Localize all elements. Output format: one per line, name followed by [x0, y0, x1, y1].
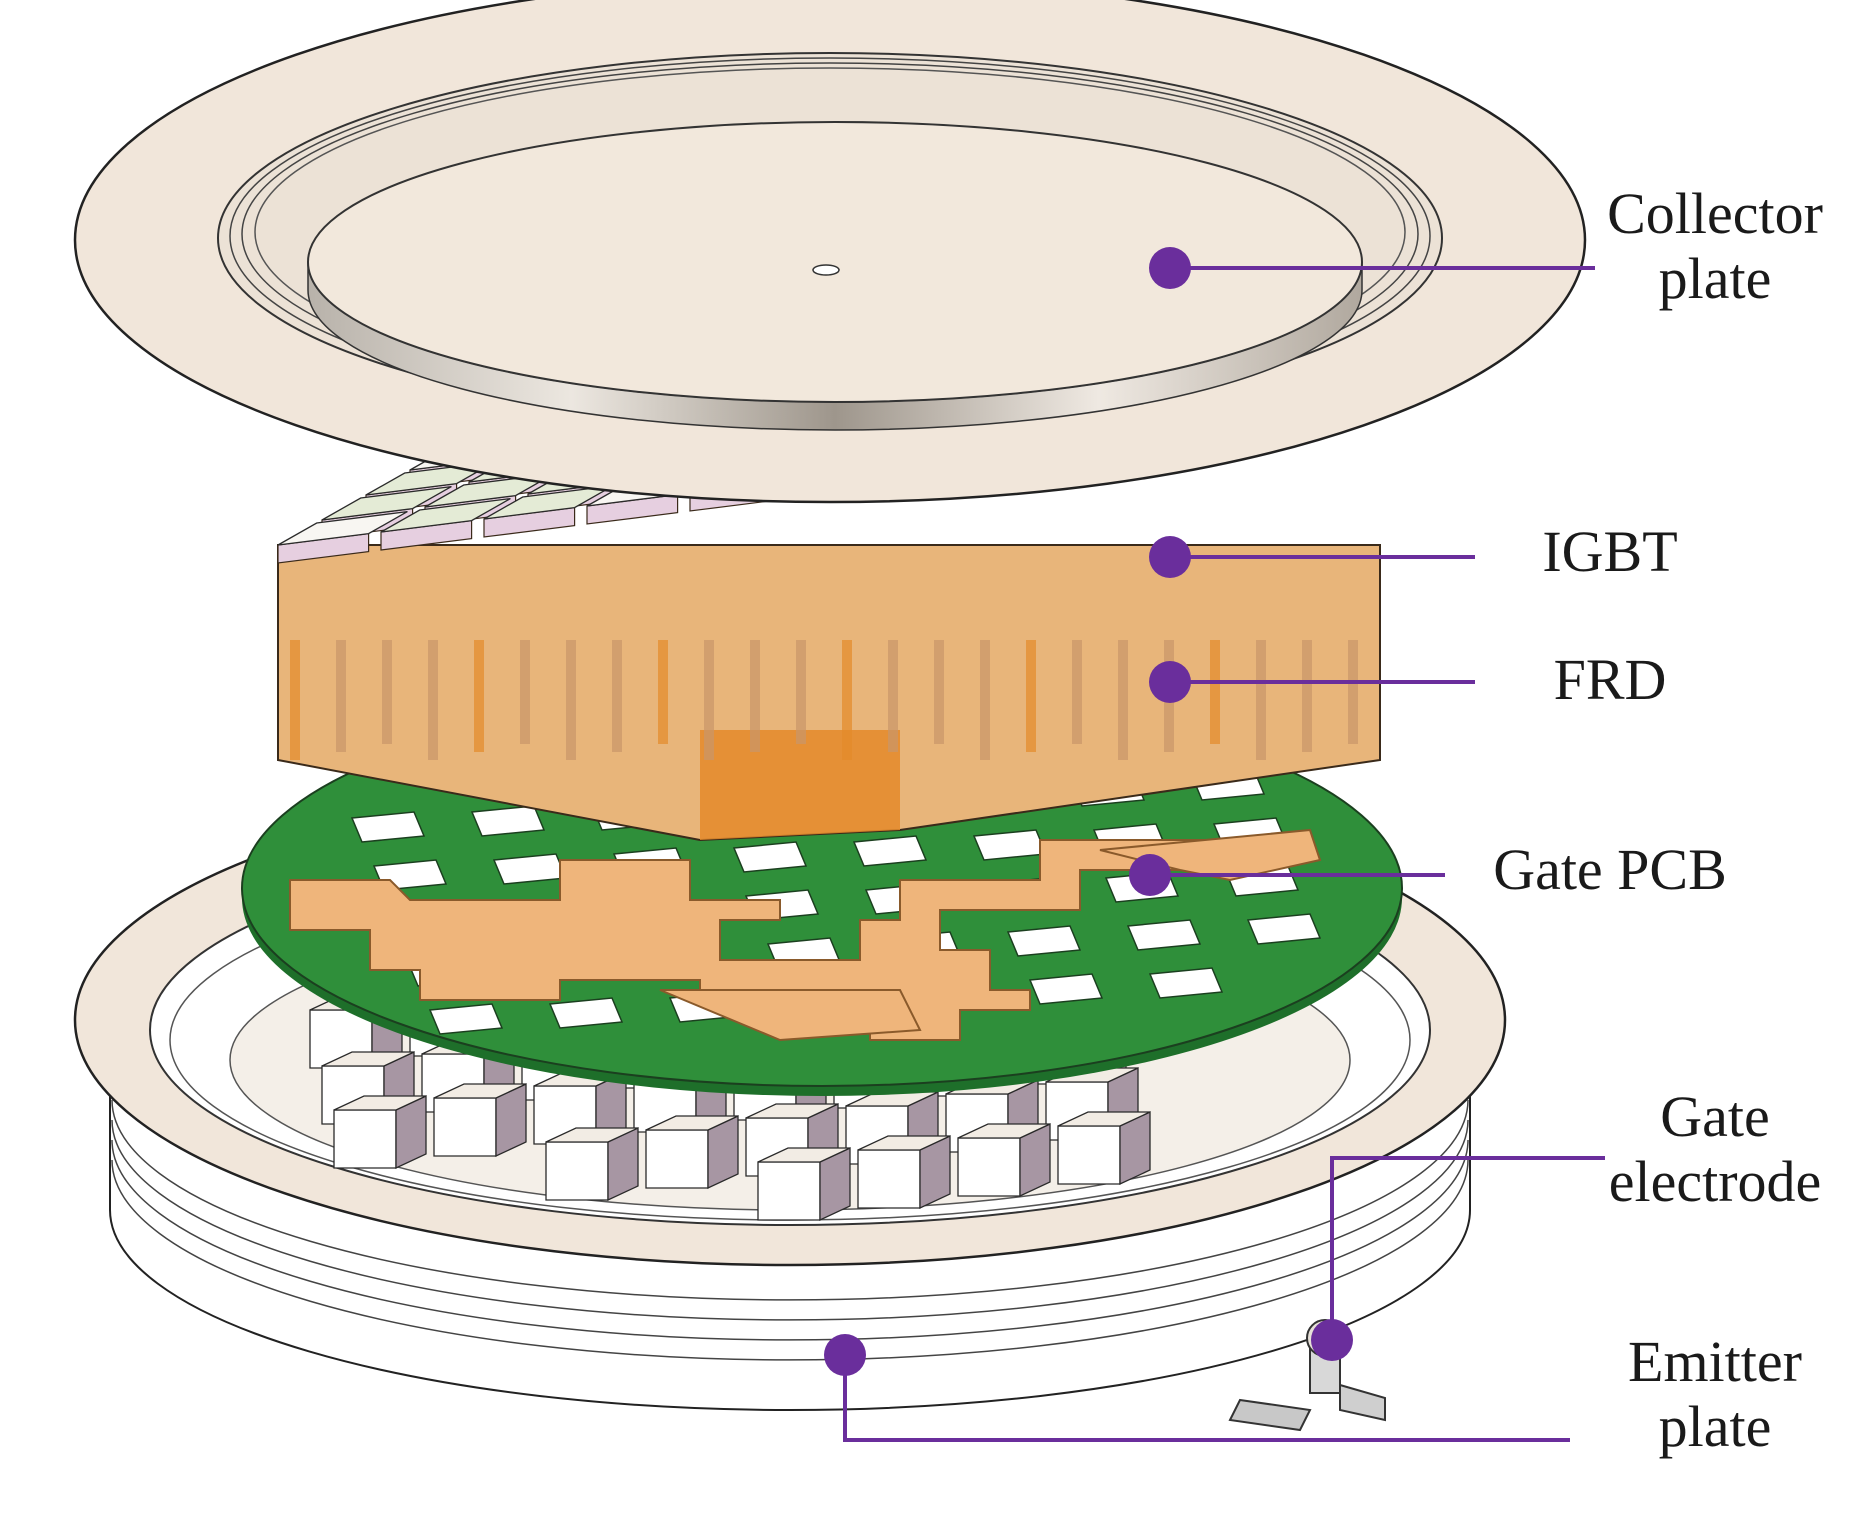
gate-traces — [289, 839, 1221, 1041]
label-emitter-plate-line-1: Emitter — [1628, 1329, 1802, 1394]
chip-side-stripe — [520, 640, 530, 744]
chip-side-stripe — [612, 640, 622, 752]
label-gate-electrode: Gate electrode — [1570, 1084, 1860, 1215]
pillar-front — [857, 1149, 921, 1209]
callout-igbt — [1149, 536, 1475, 578]
chip-side-stripe — [1210, 640, 1220, 744]
chip-side-stripe — [1348, 640, 1358, 744]
pcb-window — [1028, 973, 1104, 1005]
pcb-window — [492, 853, 568, 885]
chip-side-stripe — [474, 640, 484, 752]
chip-side-stripe — [704, 640, 714, 760]
igbt-chip — [380, 497, 511, 533]
pcb-window — [470, 805, 546, 837]
label-gate-pcb-text: Gate PCB — [1493, 837, 1727, 902]
label-igbt: IGBT — [1500, 519, 1720, 585]
pcb-window — [1006, 925, 1082, 957]
pillar-top — [845, 1091, 939, 1107]
chip-side-stripe — [934, 640, 944, 744]
pcb-window — [972, 829, 1048, 861]
label-igbt-text: IGBT — [1542, 519, 1678, 584]
pillar-top — [333, 1095, 427, 1111]
chip-side-stripe — [1118, 640, 1128, 760]
chip-side-stripe — [336, 640, 346, 752]
collector-plate — [73, 0, 1587, 504]
pillar-front — [545, 1141, 609, 1201]
chip-side-stripe — [290, 640, 300, 760]
chip-side-stripe — [888, 640, 898, 752]
label-gate-electrode-line-2: electrode — [1608, 1148, 1822, 1214]
pcb-window — [350, 811, 426, 843]
pillar-top — [857, 1135, 951, 1151]
pillar-front — [957, 1137, 1021, 1197]
chip-side-stripe — [658, 640, 668, 744]
pcb-window — [1148, 967, 1224, 999]
chip-side-stripe — [1302, 640, 1312, 752]
chip-side-stripe — [1026, 640, 1036, 752]
pcb-window — [428, 1003, 504, 1035]
pcb-window — [852, 835, 928, 867]
pcb-window — [1126, 919, 1202, 951]
label-frd-text: FRD — [1553, 647, 1667, 712]
pillar-top — [321, 1051, 415, 1067]
pcb-window — [1246, 913, 1322, 945]
pcb-window — [732, 841, 808, 873]
label-emitter-plate: Emitter plate — [1575, 1329, 1855, 1460]
label-frd: FRD — [1500, 647, 1720, 713]
pillar-front — [433, 1097, 497, 1157]
pillar-front — [1057, 1125, 1121, 1185]
label-collector-plate-line-2: plate — [1658, 245, 1772, 311]
chip-side-stripe — [750, 640, 760, 752]
chip-side-stripe — [796, 640, 806, 744]
pillar-top — [645, 1115, 739, 1131]
callout-collector-plate — [1149, 247, 1595, 289]
chip-side-stripe — [980, 640, 990, 760]
label-emitter-plate-line-2: plate — [1658, 1393, 1772, 1459]
igbt-chip — [321, 485, 452, 521]
pillar-top — [433, 1083, 527, 1099]
pillar-top — [957, 1123, 1051, 1139]
callout-emitter-plate — [824, 1334, 1570, 1442]
chip-side-stripe — [1072, 640, 1082, 744]
callout-frd — [1149, 661, 1475, 703]
label-gate-electrode-line-1: Gate — [1660, 1084, 1770, 1149]
pillar-top — [1057, 1111, 1151, 1127]
pillar-top — [745, 1103, 839, 1119]
pillar-front — [757, 1161, 821, 1221]
label-collector-plate-line-1: Collector — [1607, 181, 1823, 246]
pillar-top — [545, 1127, 639, 1143]
label-gate-pcb: Gate PCB — [1450, 837, 1770, 903]
pillar-front — [645, 1129, 709, 1189]
chip-side-stripe — [842, 640, 852, 760]
chip-side-stripe — [566, 640, 576, 760]
pcb-window — [548, 997, 624, 1029]
pillar-top — [757, 1147, 851, 1163]
chip-side-stripe — [382, 640, 392, 744]
pillar-front — [333, 1109, 397, 1169]
callout-gate-electrode — [1311, 1156, 1605, 1361]
frd-chip — [277, 510, 408, 546]
callout-gate-pcb — [1129, 854, 1445, 896]
chip-side-stripe — [428, 640, 438, 760]
chip-side-stripe — [1256, 640, 1266, 760]
label-collector-plate: Collector plate — [1570, 181, 1860, 312]
